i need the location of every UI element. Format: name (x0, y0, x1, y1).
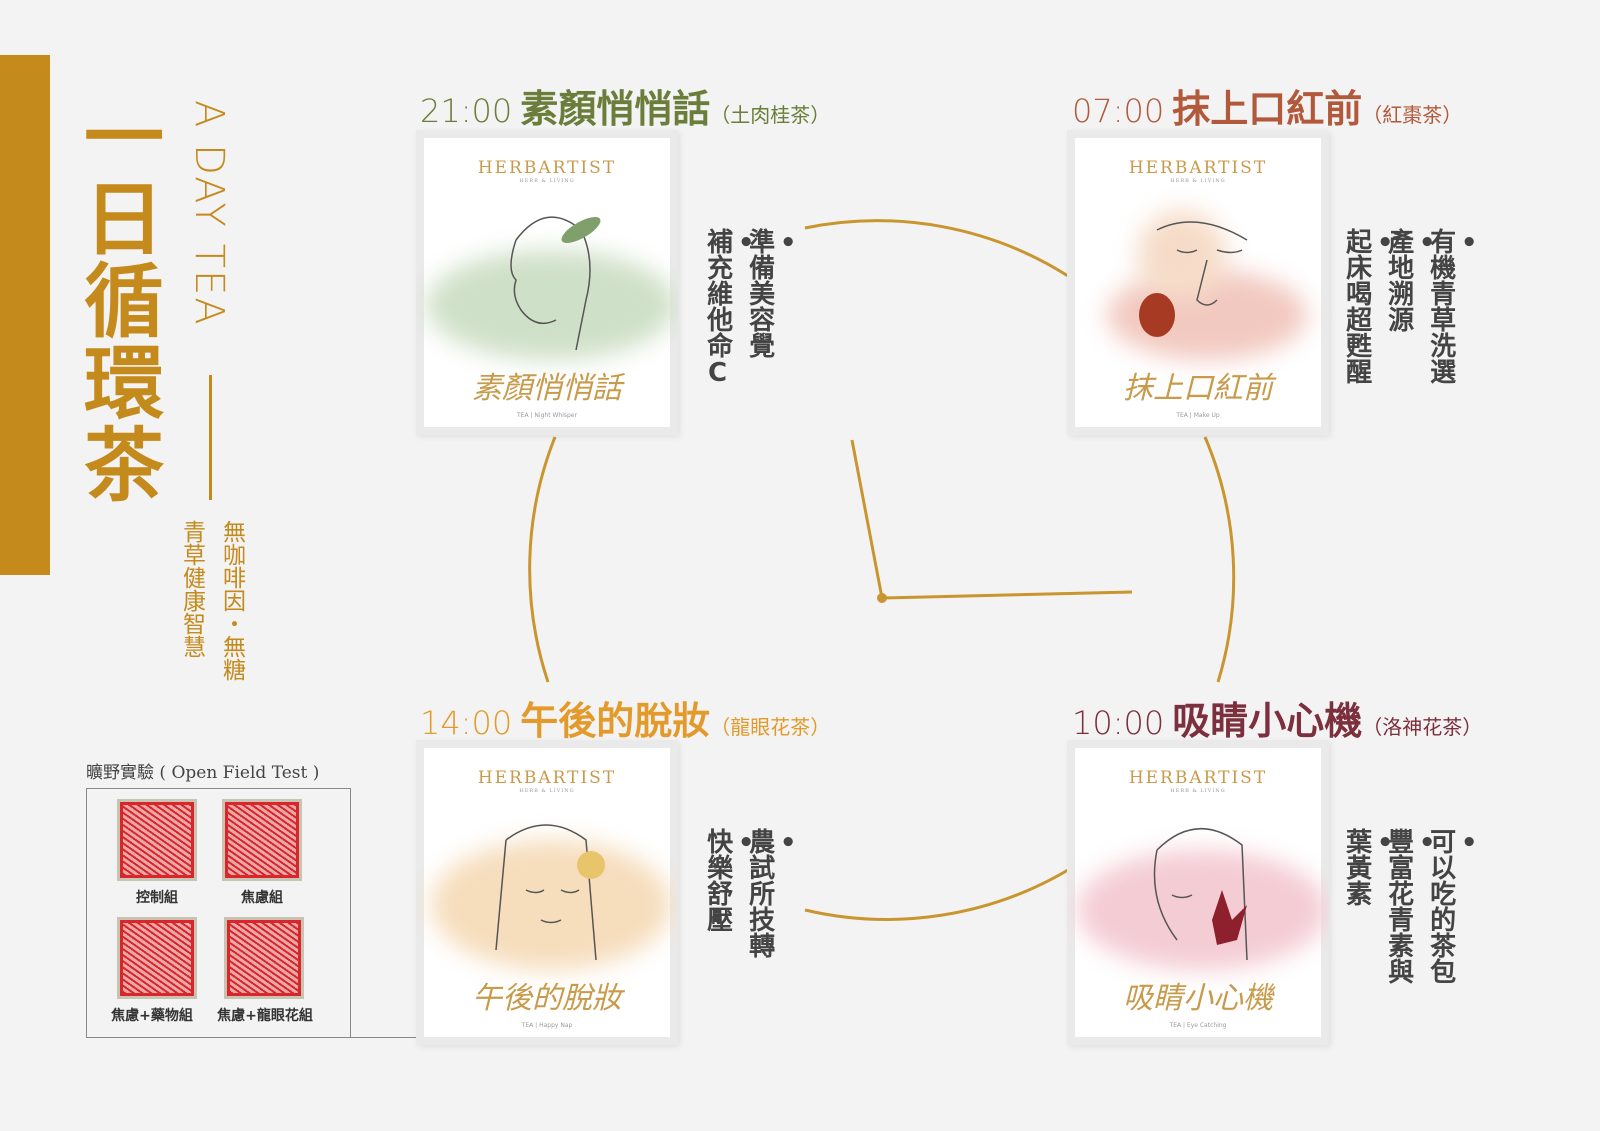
page-title: 一日循環茶 (71, 95, 165, 505)
tea-type: （龍眼花茶） (710, 715, 831, 739)
bullet-point: 補充維他命C (703, 228, 760, 388)
maze-label: 控制組 (136, 890, 178, 906)
brand-sub: HERB & LIVING (519, 788, 575, 794)
illustration-woman-longan-flower (495, 824, 605, 961)
brand-logo: HERBARTIST (477, 768, 617, 788)
gold-accent-bar (0, 55, 50, 575)
clock-arc-left (528, 436, 557, 683)
tea-card-afternoon: HERBARTIST HERB & LIVING 午後的脫妝 TEA | Hap… (416, 740, 678, 1045)
time: 14:00 (420, 704, 513, 742)
open-field-test-panel: 控制組 焦慮組 焦慮+藥物組 焦慮+龍眼花組 (86, 788, 351, 1038)
maze-label: 焦慮+藥物組 (111, 1008, 193, 1024)
clock-center (877, 593, 887, 603)
tea-card-morning: HERBARTIST HERB & LIVING 抹上口紅前 TEA | Mak… (1067, 130, 1329, 435)
time: 10:00 (1072, 704, 1165, 742)
brand-logo: HERBARTIST (1128, 158, 1268, 178)
tea-line: TEA | Eye Catching (1169, 1022, 1227, 1029)
maze-control (117, 799, 197, 881)
illustration-face-date (1139, 221, 1248, 337)
tea-name: 素顏悄悄話 (520, 86, 711, 131)
clock-arc-bottom (804, 868, 1069, 921)
brand-logo: HERBARTIST (477, 158, 617, 178)
illustration-woman-roselle (1153, 827, 1248, 961)
bullet-point: 葉黃素 (1342, 828, 1399, 906)
maze-anxiety (222, 799, 302, 881)
illustration-woman-towel (510, 216, 601, 351)
divider-dash (209, 375, 212, 500)
tea-name: 抹上口紅前 (1172, 86, 1363, 131)
tea-script-title: 午後的脫妝 (472, 981, 622, 1016)
tea-card-midmorning: HERBARTIST HERB & LIVING 吸睛小心機 TEA | Eye… (1067, 740, 1329, 1045)
tea-line: TEA | Make Up (1176, 412, 1220, 419)
time: 07:00 (1072, 92, 1165, 130)
clock-hands (850, 439, 1133, 600)
tea-line: TEA | Happy Nap (521, 1022, 573, 1029)
tea-line: TEA | Night Whisper (517, 412, 577, 419)
brand-sub: HERB & LIVING (1170, 178, 1226, 184)
clock-arc-top (804, 219, 1069, 278)
tea-script-title: 吸睛小心機 (1123, 981, 1273, 1016)
subtitle-english: A DAY TEA (186, 100, 232, 327)
clock-arc-right (1203, 436, 1236, 683)
brand-logo: HERBARTIST (1128, 768, 1268, 788)
tea-type: （紅棗茶） (1362, 103, 1463, 127)
tea-script-title: 素顏悄悄話 (472, 371, 622, 406)
maze-label: 焦慮組 (241, 890, 283, 906)
maze-longan (224, 917, 304, 999)
tagline-1: 無咖啡因・無糖 (218, 520, 245, 681)
bullet-point: 起床喝超甦醒 (1342, 228, 1399, 384)
tea-name: 吸睛小心機 (1172, 698, 1363, 743)
divider-line (351, 1037, 416, 1038)
tea-type: （洛神花茶） (1362, 715, 1483, 739)
tea-name: 午後的脫妝 (520, 698, 711, 743)
tea-type: （土肉桂茶） (710, 103, 831, 127)
tea-script-title: 抹上口紅前 (1123, 371, 1273, 406)
maze-label: 焦慮+龍眼花組 (217, 1008, 313, 1024)
time: 21:00 (420, 92, 513, 130)
open-field-test-title: 曠野實驗 ( Open Field Test ) (86, 763, 320, 783)
tagline-2: 青草健康智慧 (178, 520, 205, 658)
tea-card-night: HERBARTIST HERB & LIVING 素顏悄悄話 TEA | Nig… (416, 130, 678, 435)
bullet-point: 快樂舒壓 (703, 828, 760, 932)
brand-sub: HERB & LIVING (1170, 788, 1226, 794)
brand-sub: HERB & LIVING (519, 178, 575, 184)
maze-drug (117, 917, 197, 999)
